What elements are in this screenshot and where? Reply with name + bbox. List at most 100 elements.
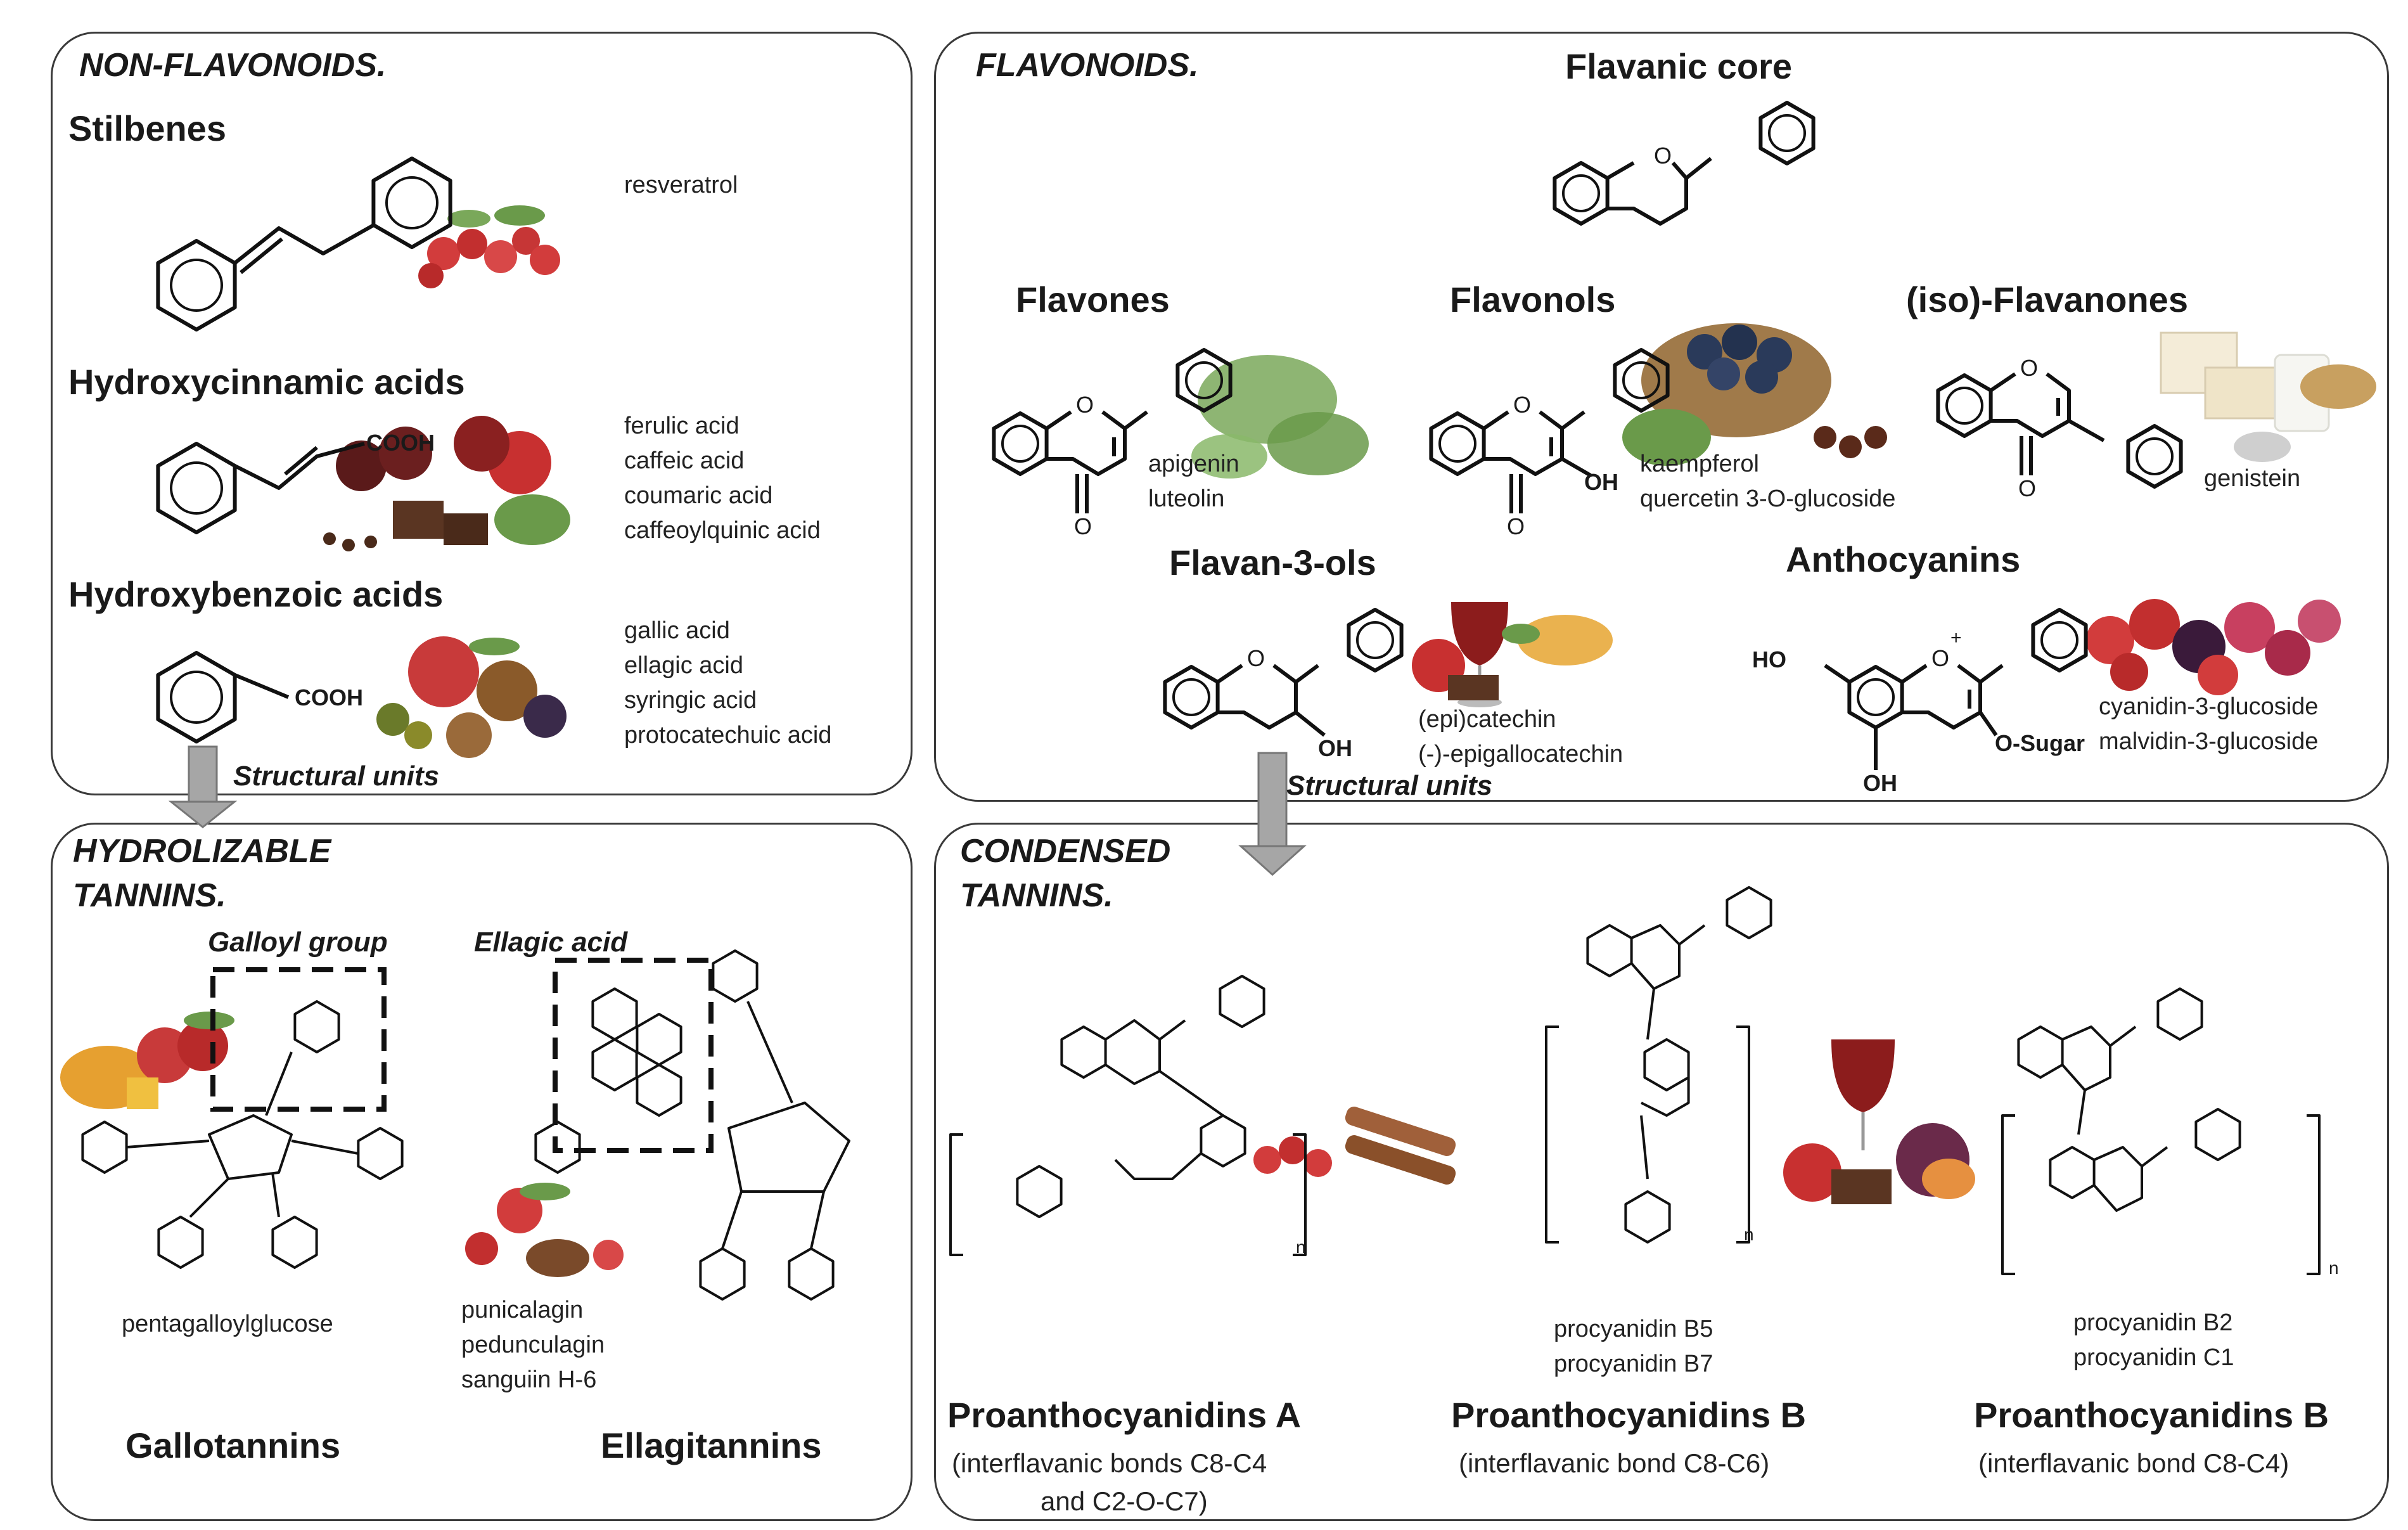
flavonol-oh: OH bbox=[1584, 469, 1618, 495]
anthocyanin-ring-o: O bbox=[1931, 645, 1950, 671]
stilbene-structure bbox=[158, 158, 450, 330]
pa-a-sub-2: and C2-O-C7) bbox=[1041, 1486, 1208, 1516]
flavone-keto-o: O bbox=[1074, 513, 1092, 539]
hydrolizable-title-line2: TANNINS. bbox=[73, 877, 226, 914]
hydrolizable-tannins-panel bbox=[51, 823, 913, 1521]
isoflavanone-structure bbox=[1938, 372, 2181, 487]
hydroxybenzoic-compound-1: gallic acid bbox=[624, 617, 730, 644]
cranberry-cinnamon-illustration bbox=[1253, 1107, 1456, 1185]
anthocyanin-ho: HO bbox=[1752, 646, 1786, 672]
isoflavanone-ring-o: O bbox=[2020, 355, 2039, 381]
pa-a-sub-1: (interflavanic bonds C8-C4 bbox=[952, 1448, 1267, 1478]
stilbenes-compounds: resveratrol bbox=[624, 172, 738, 198]
non-flavonoids-title: NON-FLAVONOIDS. bbox=[79, 47, 387, 84]
berry-basket-illustration bbox=[1622, 323, 1887, 466]
pa-b5-compound-2: procyanidin B7 bbox=[1554, 1351, 1713, 1377]
hydrolizable-title-line1: HYDROLIZABLE bbox=[73, 833, 331, 870]
condensed-tannins-panel bbox=[934, 823, 2389, 1521]
pa-b5-sub: (interflavanic bond C8-C6) bbox=[1459, 1448, 1770, 1478]
anthocyanin-plus: + bbox=[1950, 627, 1962, 648]
pa-b2-compound-1: procyanidin B2 bbox=[2073, 1309, 2233, 1336]
pa-b2-compound-2: procyanidin C1 bbox=[2073, 1344, 2234, 1371]
non-flavonoids-panel bbox=[51, 32, 913, 795]
flavone-ring-o: O bbox=[1076, 392, 1094, 418]
flavan-3-ol-structure bbox=[1165, 610, 1401, 737]
flavonol-ring-o: O bbox=[1513, 392, 1532, 418]
proanthocyanidin-a-structure bbox=[949, 975, 1307, 1256]
anthocyanins-compound-2: malvidin-3-glucoside bbox=[2099, 728, 2319, 755]
pa-a-n: n bbox=[1296, 1237, 1306, 1257]
procyanidin-b5-structure bbox=[1545, 886, 1772, 1244]
fruit-mango-illustration bbox=[60, 1012, 234, 1109]
condensed-title-line2: TANNINS. bbox=[960, 877, 1113, 914]
galloyl-group-box bbox=[210, 967, 387, 1112]
flavones-compound-2: luteolin bbox=[1148, 485, 1225, 512]
ellagic-acid-label: Ellagic acid bbox=[474, 927, 628, 958]
ellagitannin-compound-3: sanguiin H-6 bbox=[461, 1366, 597, 1393]
condensed-title-line1: CONDENSED bbox=[960, 833, 1171, 870]
berries-illustration bbox=[418, 205, 560, 288]
galloyl-group-label: Galloyl group bbox=[208, 927, 388, 958]
cherries-cocoa-illustration bbox=[323, 416, 570, 551]
flavonoids-title: FLAVONOIDS. bbox=[976, 47, 1199, 84]
non-flavonoids-structural-units: Structural units bbox=[233, 761, 440, 792]
hydroxybenzoic-structure bbox=[158, 653, 290, 742]
wine-tea-illustration bbox=[1412, 602, 1613, 707]
fruits-nuts-illustration bbox=[376, 636, 567, 758]
hydroxybenzoic-cooh: COOH bbox=[295, 685, 363, 710]
flavanic-core-o: O bbox=[1654, 143, 1672, 169]
pomegranate-pecan-illustration bbox=[465, 1183, 624, 1277]
pa-b2-n: n bbox=[2329, 1258, 2339, 1278]
hydrolizable-arrow bbox=[168, 745, 238, 828]
hydroxybenzoic-compound-4: protocatechuic acid bbox=[624, 722, 832, 749]
ellagitannin-compound-2: pedunculagin bbox=[461, 1332, 605, 1358]
isoflavanone-keto-o: O bbox=[2018, 475, 2037, 501]
pa-b5-title: Proanthocyanidins B bbox=[1451, 1395, 1807, 1435]
stilbenes-title: Stilbenes bbox=[68, 108, 226, 148]
herb-illustration bbox=[1191, 355, 1369, 479]
flavonoids-structural-units: Structural units bbox=[1286, 770, 1493, 801]
pa-a-title: Proanthocyanidins A bbox=[947, 1395, 1302, 1435]
hydroxycinnamic-title: Hydroxycinnamic acids bbox=[68, 362, 465, 402]
hydroxycinnamic-compound-4: caffeoylquinic acid bbox=[624, 517, 821, 544]
hydroxybenzoic-compound-2: ellagic acid bbox=[624, 652, 743, 679]
flavones-title: Flavones bbox=[1016, 280, 1170, 319]
condensed-arrow bbox=[1238, 752, 1307, 877]
flavan-3-ols-compound-1: (epi)catechin bbox=[1418, 706, 1556, 733]
anthocyanin-structure bbox=[1824, 610, 2086, 770]
pa-b2-sub: (interflavanic bond C8-C4) bbox=[1978, 1448, 2290, 1478]
flavan-3-ol-ring-o: O bbox=[1247, 645, 1265, 671]
pentagalloylglucose-structure bbox=[81, 1000, 404, 1269]
pa-b5-compound-1: procyanidin B5 bbox=[1554, 1316, 1713, 1342]
hydroxybenzoic-title: Hydroxybenzoic acids bbox=[68, 574, 444, 614]
flavonols-title: Flavonols bbox=[1450, 280, 1616, 319]
flavonols-compound-1: kaempferol bbox=[1640, 451, 1759, 477]
hydroxycinnamic-structure bbox=[158, 444, 365, 532]
hydroxybenzoic-compound-3: syringic acid bbox=[624, 687, 757, 714]
flavonol-keto-o: O bbox=[1507, 513, 1525, 539]
flavan-3-ol-oh: OH bbox=[1318, 735, 1352, 761]
hydroxycinnamic-compound-1: ferulic acid bbox=[624, 413, 740, 439]
ellagic-acid-box bbox=[553, 958, 714, 1153]
isoflavanones-compound: genistein bbox=[2204, 465, 2301, 492]
flavones-compound-1: apigenin bbox=[1148, 451, 1239, 477]
anthocyanin-sugar: O-Sugar bbox=[1995, 730, 2085, 756]
hydroxycinnamic-compound-2: caffeic acid bbox=[624, 447, 745, 474]
flavanic-core-structure bbox=[1554, 103, 1813, 226]
anthocyanin-oh: OH bbox=[1863, 770, 1897, 796]
pa-b5-n: n bbox=[1744, 1225, 1754, 1244]
flavone-structure bbox=[994, 350, 1230, 513]
soy-illustration bbox=[2160, 331, 2376, 462]
anthocyanins-compound-1: cyanidin-3-glucoside bbox=[2099, 693, 2319, 720]
hydroxycinnamic-compound-3: coumaric acid bbox=[624, 482, 773, 509]
procyanidin-b2-structure bbox=[2001, 987, 2321, 1275]
gallotannins-label: Gallotannins bbox=[125, 1425, 341, 1465]
pa-b2-title: Proanthocyanidins B bbox=[1974, 1395, 2329, 1435]
flavan-3-ols-compound-2: (-)-epigallocatechin bbox=[1418, 741, 1623, 768]
red-berries-illustration bbox=[2086, 599, 2341, 695]
wine-plum-illustration bbox=[1783, 1039, 1975, 1204]
flavonols-compound-2: quercetin 3-O-glucoside bbox=[1640, 485, 1896, 512]
ellagitannin-structure bbox=[534, 949, 850, 1301]
ellagitannin-compound-1: punicalagin bbox=[461, 1297, 584, 1323]
